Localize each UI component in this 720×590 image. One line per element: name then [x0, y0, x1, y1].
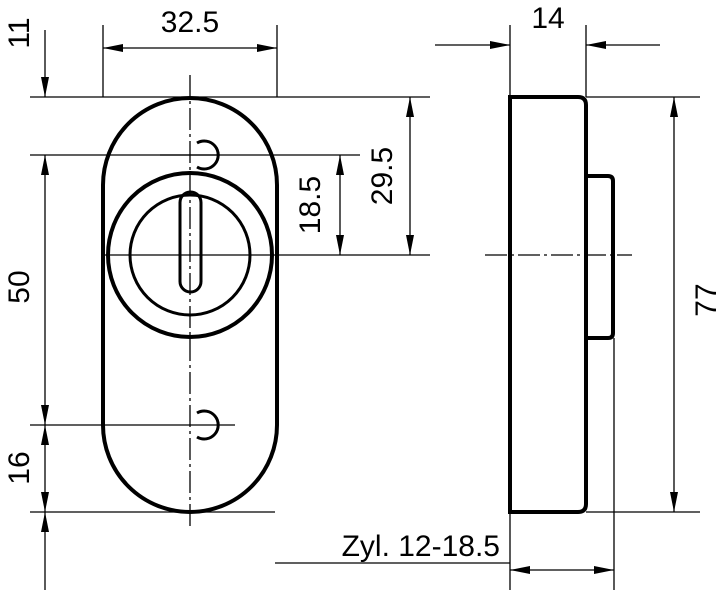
dim-cylinder-projection-label: Zyl. 12-18.5: [342, 530, 500, 563]
extension-lines: [30, 25, 700, 590]
dimension-lines: [41, 30, 678, 590]
dim-top-offset-label: 11: [3, 17, 36, 48]
side-view: [485, 95, 632, 514]
dim-screw-spacing-label: 50: [3, 270, 36, 303]
dim-bottom-offset-label: 16: [3, 451, 36, 484]
dim-depth-label: 14: [531, 2, 564, 35]
dim-screw-cylinder-label: 18.5: [294, 176, 327, 234]
side-cylinder-projection: [586, 174, 615, 340]
dim-width-label: 32.5: [161, 6, 219, 39]
dim-height-label: 77: [690, 283, 720, 316]
screw-hole-bottom-icon: [196, 409, 220, 441]
dim-top-cylinder-label: 29.5: [366, 147, 399, 205]
front-view: [101, 75, 280, 530]
side-body: [508, 95, 588, 514]
